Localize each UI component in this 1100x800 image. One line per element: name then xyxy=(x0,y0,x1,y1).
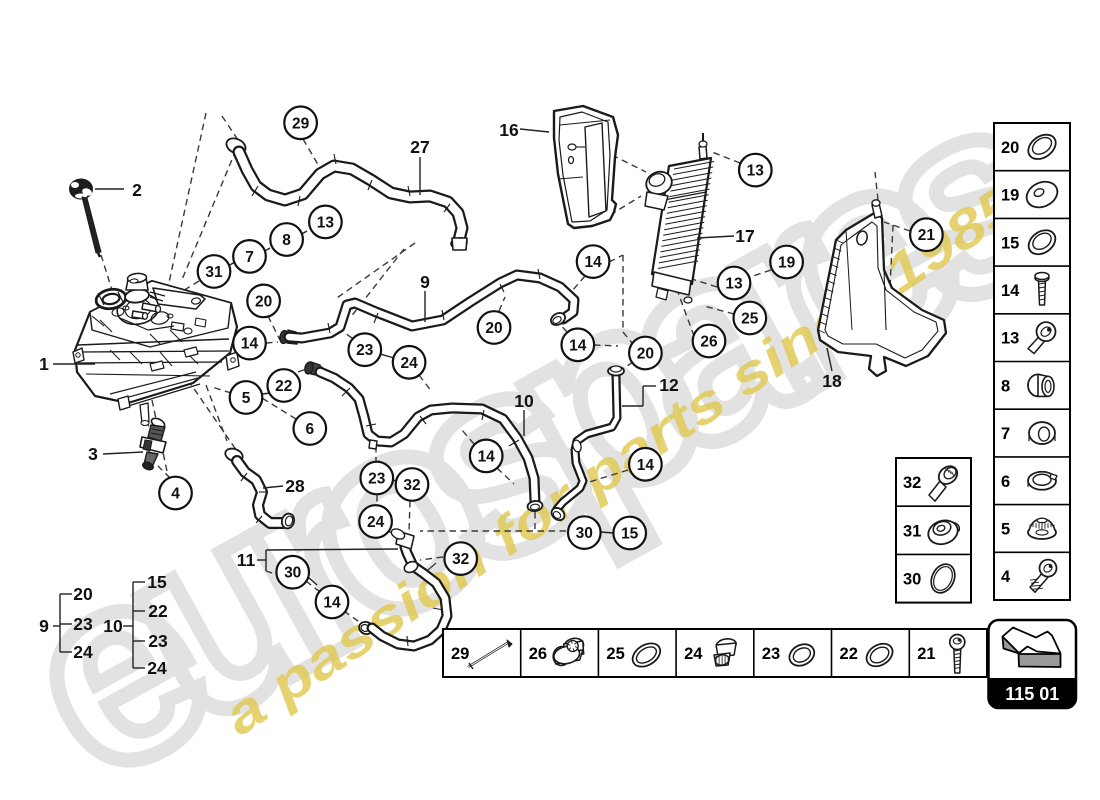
svg-text:4: 4 xyxy=(1001,568,1011,586)
svg-text:5: 5 xyxy=(1001,520,1010,538)
svg-text:15: 15 xyxy=(1001,234,1019,252)
svg-text:7: 7 xyxy=(245,249,254,266)
svg-text:25: 25 xyxy=(606,645,624,663)
svg-text:32: 32 xyxy=(403,477,420,494)
svg-text:14: 14 xyxy=(241,336,259,353)
svg-text:11: 11 xyxy=(237,550,256,570)
svg-text:13: 13 xyxy=(725,276,743,293)
svg-text:6: 6 xyxy=(1001,473,1010,491)
svg-text:21: 21 xyxy=(917,645,935,663)
svg-text:29: 29 xyxy=(292,115,310,132)
svg-text:15: 15 xyxy=(147,572,167,592)
svg-text:24: 24 xyxy=(400,355,418,372)
svg-text:20: 20 xyxy=(1001,139,1019,157)
svg-text:30: 30 xyxy=(903,571,921,589)
svg-text:13: 13 xyxy=(317,214,335,231)
svg-text:26: 26 xyxy=(529,645,547,663)
svg-text:19: 19 xyxy=(1001,187,1019,205)
svg-text:5: 5 xyxy=(242,390,251,407)
svg-text:3: 3 xyxy=(88,444,98,464)
svg-text:27: 27 xyxy=(410,137,429,157)
svg-text:10: 10 xyxy=(514,391,534,411)
svg-text:14: 14 xyxy=(637,457,655,474)
svg-text:9: 9 xyxy=(39,616,49,636)
svg-text:21: 21 xyxy=(918,227,936,244)
svg-text:115 01: 115 01 xyxy=(1005,684,1059,704)
svg-text:14: 14 xyxy=(569,337,587,354)
svg-text:24: 24 xyxy=(73,642,93,662)
svg-text:20: 20 xyxy=(637,346,654,363)
svg-text:14: 14 xyxy=(478,448,496,465)
svg-text:28: 28 xyxy=(285,476,305,496)
svg-text:18: 18 xyxy=(822,371,842,391)
svg-text:26: 26 xyxy=(700,334,718,351)
svg-text:15: 15 xyxy=(621,526,639,543)
svg-text:20: 20 xyxy=(255,293,272,310)
svg-text:31: 31 xyxy=(205,264,223,281)
svg-text:22: 22 xyxy=(148,601,168,621)
svg-text:12: 12 xyxy=(659,375,679,395)
svg-text:31: 31 xyxy=(903,522,921,540)
svg-text:23: 23 xyxy=(148,631,168,651)
svg-text:6: 6 xyxy=(305,421,314,438)
svg-text:24: 24 xyxy=(147,658,167,678)
svg-text:22: 22 xyxy=(840,645,858,663)
svg-text:9: 9 xyxy=(420,272,430,292)
svg-text:7: 7 xyxy=(1001,425,1010,443)
svg-text:13: 13 xyxy=(747,163,765,180)
svg-text:8: 8 xyxy=(282,232,291,249)
svg-text:2: 2 xyxy=(132,180,142,200)
svg-text:23: 23 xyxy=(73,614,93,634)
svg-text:32: 32 xyxy=(452,551,469,568)
svg-text:24: 24 xyxy=(367,514,385,531)
svg-text:23: 23 xyxy=(762,645,780,663)
svg-text:16: 16 xyxy=(499,120,519,140)
svg-text:17: 17 xyxy=(735,226,754,246)
svg-text:32: 32 xyxy=(903,474,921,492)
svg-text:1: 1 xyxy=(39,354,49,374)
svg-text:23: 23 xyxy=(356,342,374,359)
svg-text:30: 30 xyxy=(284,565,301,582)
svg-text:10: 10 xyxy=(103,616,123,636)
svg-text:30: 30 xyxy=(576,525,593,542)
svg-text:22: 22 xyxy=(275,378,292,395)
svg-text:14: 14 xyxy=(584,254,602,271)
svg-text:14: 14 xyxy=(323,595,341,612)
svg-text:23: 23 xyxy=(368,471,386,488)
svg-text:29: 29 xyxy=(451,645,469,663)
svg-text:13: 13 xyxy=(1001,330,1019,348)
svg-text:20: 20 xyxy=(485,320,502,337)
svg-text:14: 14 xyxy=(1001,282,1020,300)
svg-text:19: 19 xyxy=(778,255,796,272)
svg-text:8: 8 xyxy=(1001,377,1010,395)
svg-text:eurospares: eurospares xyxy=(0,35,1097,800)
svg-text:25: 25 xyxy=(741,311,759,328)
svg-text:20: 20 xyxy=(73,584,93,604)
svg-text:4: 4 xyxy=(171,486,180,503)
svg-text:24: 24 xyxy=(684,645,703,663)
